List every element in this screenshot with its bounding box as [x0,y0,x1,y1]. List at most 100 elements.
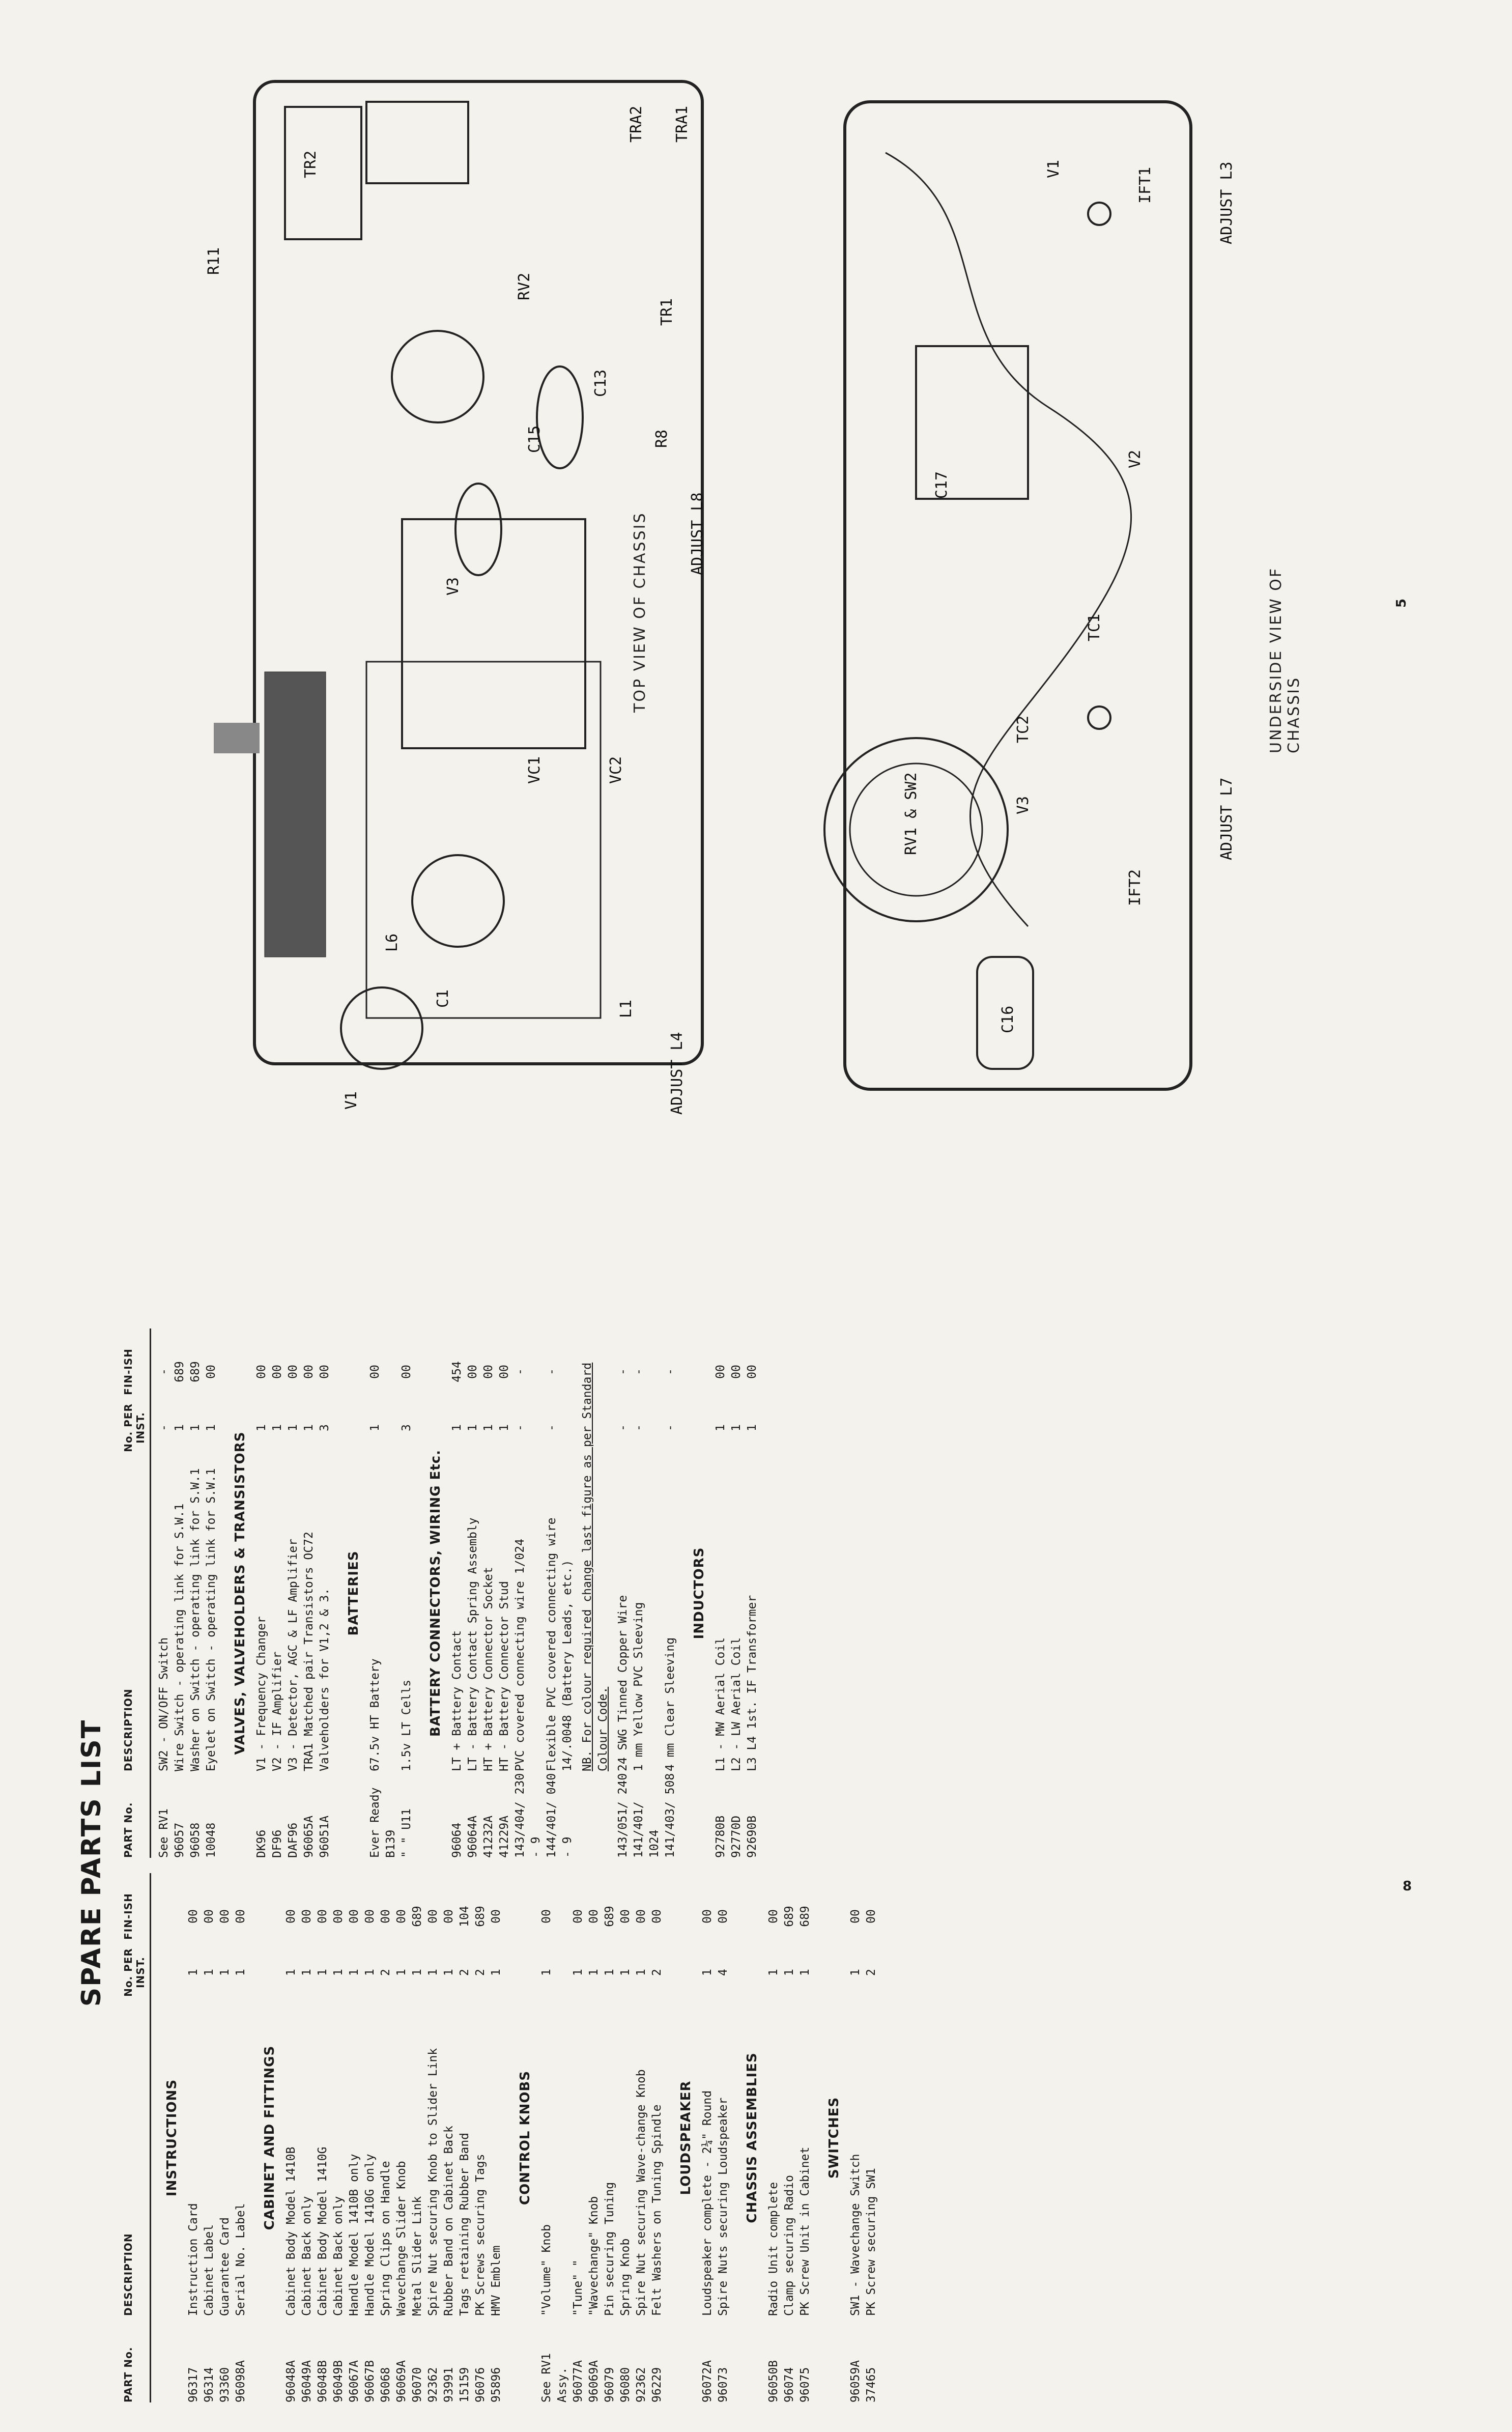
cell-description: 24 SWG Tinned Copper Wire [616,1595,630,1771]
cell-part-no: 96048A [284,2360,298,2402]
cell-part-no: 92362 [426,2367,440,2402]
cell-finish: 00 [187,1909,200,1924]
cell-description: Cabinet Back only [300,2196,313,2316]
svg-text:V3: V3 [444,577,462,596]
cell-part-no: 37465 [865,2367,878,2402]
cell-finish: 689 [603,1906,616,1927]
section-title: BATTERIES [346,1550,361,1636]
cell-description: Eyelet on Switch - operating link for S.… [205,1468,218,1771]
parts-row: 96064A LT - Battery Contact Spring Assemb… [465,1328,481,1858]
cell-qty: 2 [865,1969,878,1976]
cell-qty: 2 [458,1969,471,1976]
svg-text:TR2: TR2 [302,151,320,178]
cell-finish: 689 [189,1361,202,1382]
cell-part-no: 15159 [458,2367,471,2402]
cell-finish: - [664,1368,677,1375]
cell-description: Handle Model 1410G only [363,2154,377,2316]
cell-part-no: 92770D [730,1815,743,1858]
top-view-diagram: R11 TR2 TRA2 TRA1 RV2 TR1 C15 C13 R8 V3 … [173,61,723,1130]
svg-text:TRA2: TRA2 [627,106,645,143]
section-title: CABINET AND FITTINGS [262,2045,277,2230]
top-view-chassis-drawing: R11 TR2 TRA2 TRA1 RV2 TR1 C15 C13 R8 V3 … [205,80,706,1115]
cell-description: 4 mm Clear Sleeving [664,1637,677,1771]
cell-qty: - [632,1424,645,1431]
svg-text:V1: V1 [343,1091,360,1110]
cell-qty: 1 [767,1969,780,1976]
cell-part-no: 96079 [603,2367,616,2402]
cell-finish: 689 [783,1906,796,1927]
cell-finish: 00 [730,1365,743,1379]
cell-part-no: 144/401/ 040 - 9 [545,1773,574,1858]
cell-qty: 1 [284,1969,298,1976]
cell-part-no: 41232A [482,1815,495,1858]
cell-qty: 1 [205,1424,218,1431]
cell-description: "Tune" " [572,2259,585,2316]
cell-description: V3 - Detector, AGC & LF Amplifier [287,1539,300,1771]
cell-description: Spring Clips on Handle [379,2161,392,2316]
cell-finish: 00 [218,1909,232,1924]
cell-finish: 00 [205,1365,218,1379]
cell-part-no: 96049A [300,2360,313,2402]
cell-part-no: 96064A [466,1815,479,1858]
cell-finish: 00 [587,1909,601,1924]
cell-description: LT - Battery Contact Spring Assembly [466,1517,479,1772]
cell-finish: 00 [363,1909,377,1924]
cell-finish: 00 [426,1909,440,1924]
cell-description: Instruction Card [187,2203,200,2316]
cell-finish: 00 [635,1909,648,1924]
cell-description: Cabinet Body Model 1410B [284,2146,298,2316]
cell-qty: 1 [368,1424,382,1431]
cell-qty: 2 [379,1969,392,1976]
cell-qty: 1 [395,1969,408,1976]
cell-finish: 00 [332,1909,345,1924]
header-no-per-inst: No. PER INST. [122,1948,147,1997]
cell-finish: 00 [717,1909,730,1924]
cell-qty: 1 [442,1969,455,1976]
cell-qty: 1 [798,1969,812,1976]
svg-text:C1: C1 [434,989,452,1008]
cell-qty: 1 [203,1969,216,1976]
cell-finish: 689 [411,1906,424,1927]
svg-text:ADJUST L8: ADJUST L8 [689,492,706,575]
cell-finish: 00 [540,1909,553,1924]
cell-finish: 00 [466,1365,479,1379]
cell-qty: 1 [587,1969,601,1976]
cell-description: "Wavechange" Knob [587,2196,601,2316]
cell-qty: 1 [490,1969,503,1976]
cell-part-no: 10048 [205,1822,218,1858]
cell-finish: 00 [619,1909,632,1924]
cell-part-no: 96067A [348,2360,361,2402]
cell-description: Flexible PVC covered connecting wire 14/… [545,1517,574,1772]
cell-finish: 00 [714,1365,727,1379]
cell-finish: - [545,1368,558,1375]
cell-qty: 1 [234,1969,247,1976]
cell-description: PK Screw Unit in Cabinet [798,2146,812,2316]
cell-part-no: 141/401/ 1024 [632,1801,661,1858]
cell-part-no: 96098A [234,2360,247,2402]
cell-part-no: 96080 [619,2367,632,2402]
cell-qty: 1 [426,1969,440,1976]
cell-finish: 00 [442,1909,455,1924]
cell-part-no: 92780B [714,1815,727,1858]
cell-description: Washer on Switch - operating link for S.… [189,1468,202,1771]
cell-part-no: 141/403/ 508 [664,1773,677,1858]
cell-part-no: 95896 [490,2367,503,2402]
cell-description: Metal Slider Link [411,2196,424,2316]
cell-description: 1 mm Yellow PVC Sleeving [632,1602,645,1771]
cell-qty: 1 [255,1424,268,1431]
cell-finish: 00 [318,1365,331,1379]
svg-text:TC1: TC1 [1086,614,1103,641]
cell-qty: 1 [498,1424,511,1431]
